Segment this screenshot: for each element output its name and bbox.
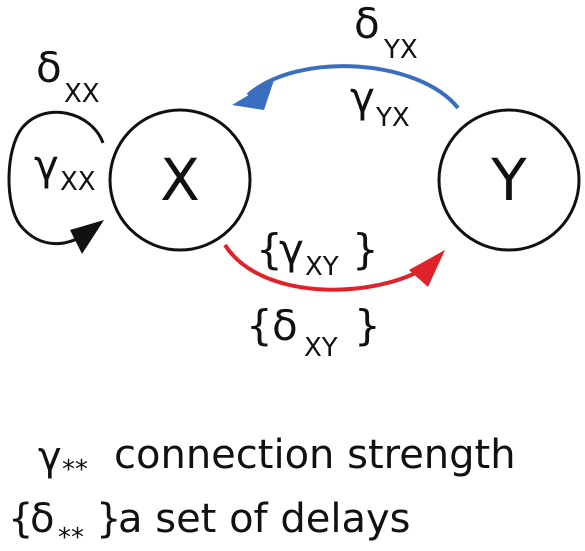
svg-text:γ: γ bbox=[279, 225, 304, 274]
svg-text:XX: XX bbox=[64, 79, 100, 109]
svg-text:YX: YX bbox=[375, 103, 410, 133]
yx-strength-label: γ YX bbox=[350, 73, 410, 133]
svg-text:{: { bbox=[256, 225, 283, 274]
yx-delay-label: δ YX bbox=[354, 0, 418, 65]
svg-text:connection strength: connection strength bbox=[114, 432, 516, 478]
svg-text:}: } bbox=[352, 225, 379, 274]
svg-text:XX: XX bbox=[60, 167, 96, 197]
xy-strength-label: { γ XY } bbox=[256, 225, 379, 282]
yx-arrow bbox=[246, 64, 460, 110]
svg-text:{: { bbox=[246, 301, 273, 350]
svg-text:γ: γ bbox=[350, 73, 375, 122]
xy-arrow bbox=[223, 243, 427, 292]
svg-text:XY: XY bbox=[304, 333, 338, 363]
legend-delay: { δ ** } a set of delays bbox=[8, 496, 410, 551]
svg-text:δ: δ bbox=[36, 43, 62, 92]
svg-text:}: } bbox=[354, 301, 381, 350]
self-loop-arrow bbox=[7, 110, 105, 246]
svg-text:a set of delays: a set of delays bbox=[118, 496, 410, 542]
svg-text:δ: δ bbox=[354, 0, 380, 48]
self-delay-label: δ XX bbox=[36, 43, 100, 109]
svg-text:γ: γ bbox=[34, 141, 59, 190]
node-x bbox=[108, 108, 252, 252]
legend-strength: γ ** connection strength bbox=[38, 432, 516, 485]
svg-text:XY: XY bbox=[305, 252, 339, 282]
yx-arrowhead bbox=[232, 80, 274, 110]
svg-text:{: { bbox=[8, 496, 33, 542]
svg-text:}: } bbox=[96, 496, 121, 542]
svg-text:**: ** bbox=[58, 523, 84, 551]
xy-delay-label: { δ XY } bbox=[246, 301, 381, 363]
node-x-label: X bbox=[160, 146, 200, 214]
node-y-label: Y bbox=[490, 146, 527, 214]
xy-arrowhead bbox=[409, 250, 445, 287]
self-loop-arrowhead bbox=[70, 220, 104, 254]
svg-text:YX: YX bbox=[383, 35, 418, 65]
self-strength-label: γ XX bbox=[34, 141, 96, 197]
svg-text:**: ** bbox=[62, 455, 88, 485]
node-y bbox=[437, 108, 581, 252]
svg-text:δ: δ bbox=[272, 301, 298, 350]
svg-text:δ: δ bbox=[30, 496, 54, 542]
svg-text:γ: γ bbox=[38, 434, 62, 480]
